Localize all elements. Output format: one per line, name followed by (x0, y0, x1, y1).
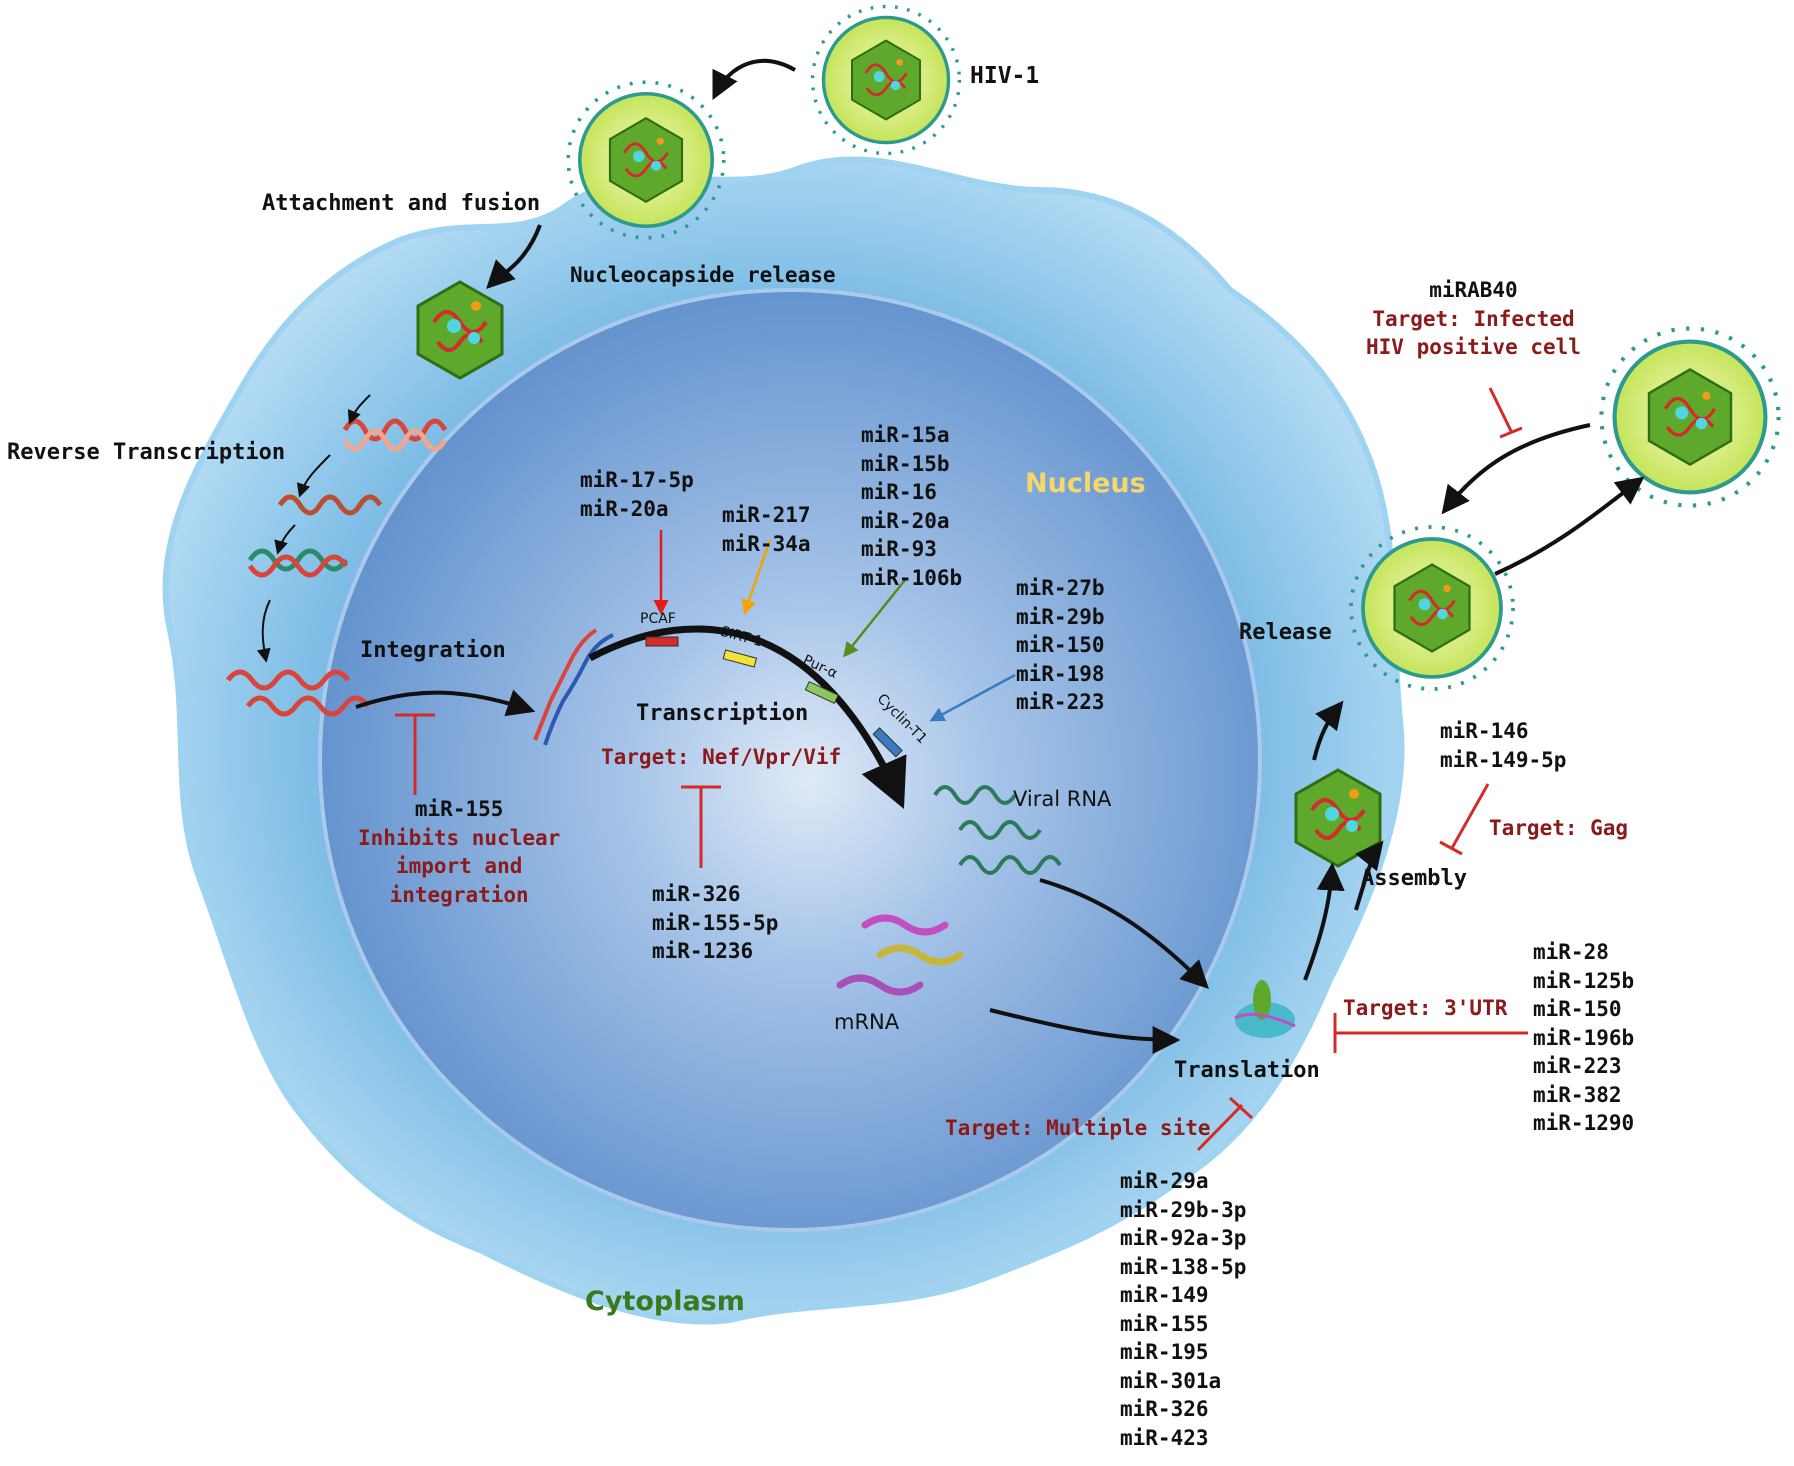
mir-item: miR-326 (1120, 1397, 1209, 1421)
mir-item: miR-382 (1533, 1082, 1622, 1107)
mir-item: miR-301a (1120, 1368, 1222, 1393)
transcription-target: Target: Nef/Vpr/Vif (601, 745, 842, 769)
transcription-label: Transcription (636, 701, 809, 726)
mir-item: miR-155-5p (652, 910, 779, 935)
reverse-transcription-label: Reverse Transcription (7, 440, 286, 465)
assembly-label: Assembly (1361, 866, 1467, 891)
mir-item: miR-93 (861, 537, 937, 561)
nucleocapsid-release-label: Nucleocapside release (570, 263, 836, 287)
mir-item: miR-155 (414, 797, 504, 821)
attachment-label: Attachment and fusion (262, 191, 541, 216)
mir-item: miRAB40 (1429, 278, 1518, 302)
pcaf-mir-list: miR-17-5p miR-20a (580, 466, 694, 523)
effect-line: Inhibits nuclear (358, 825, 561, 850)
translation-multiple-target: Target: Multiple site (945, 1116, 1211, 1140)
target-line: Target: Infected (1372, 306, 1575, 331)
mir-item: miR-34a (722, 531, 811, 556)
sirt-mir-list: miR-217 miR-34a (722, 501, 811, 558)
mir-item: miR-29b (1016, 604, 1105, 629)
mir-item: miR-17-5p (580, 468, 694, 492)
mir-item: miR-28 (1533, 940, 1609, 964)
mir-item: miR-1236 (652, 939, 754, 963)
nucleus-label: Nucleus (1025, 468, 1146, 499)
effect-line: import and (395, 854, 523, 878)
mir-item: miR-125b (1533, 968, 1635, 993)
assembly-mir-list: miR-146 miR-149-5p (1440, 717, 1566, 774)
pura-mir-list: miR-15a miR-15b miR-16 miR-20a miR-93 mi… (861, 421, 962, 592)
gene-pcaf: PCAF (640, 611, 676, 627)
mir-item: miR-20a (580, 496, 669, 521)
mir-item: miR-138-5p (1120, 1254, 1247, 1279)
mir-item: miR-149 (1120, 1283, 1209, 1307)
mir-item: miR-20a (861, 508, 950, 533)
mir-item: miR-15b (861, 451, 950, 476)
nucleus (318, 288, 1262, 1232)
mir-item: miR-29a (1120, 1169, 1209, 1193)
translation-multiple-mir-list: miR-29a miR-29b-3p miR-92a-3p miR-138-5p… (1120, 1167, 1246, 1452)
target-line: HIV positive cell (1366, 335, 1581, 359)
translation-complex (1234, 980, 1296, 1038)
mir-item: miR-223 (1016, 690, 1105, 714)
cyclin-mir-list: miR-27b miR-29b miR-150 miR-198 miR-223 (1016, 574, 1105, 717)
mir-item: miR-106b (861, 565, 963, 590)
integration-label: Integration (360, 638, 506, 663)
translation-label: Translation (1174, 1058, 1320, 1083)
effect-line: integration (389, 882, 529, 907)
integration-inhibitor: miR-155 Inhibits nuclear import and inte… (358, 795, 560, 909)
mir-item: miR-92a-3p (1120, 1226, 1247, 1250)
transcription-mir-list: miR-326 miR-155-5p miR-1236 (652, 880, 778, 966)
hiv-1-label: HIV-1 (970, 63, 1040, 89)
mir-item: miR-217 (722, 503, 811, 527)
mir-item: miR-16 (861, 480, 937, 504)
provirus-dna (533, 628, 614, 746)
release-label: Release (1239, 620, 1332, 645)
mir-item: miR-29b-3p (1120, 1197, 1247, 1222)
transcription-arc (588, 625, 907, 809)
viral-rna-label: Viral RNA (1013, 787, 1112, 811)
release-inhibitor: miRAB40 Target: Infected HIV positive ce… (1366, 276, 1581, 362)
mir-item: miR-149-5p (1440, 747, 1567, 772)
translation-utr-mir-list: miR-28 miR-125b miR-150 miR-196b miR-223… (1533, 938, 1634, 1138)
mir-item: miR-1290 (1533, 1111, 1635, 1135)
mir-item: miR-326 (652, 882, 741, 906)
mir-item: miR-27b (1016, 576, 1105, 600)
mir-item: miR-146 (1440, 719, 1529, 743)
cytoplasm-label: Cytoplasm (585, 1286, 745, 1317)
reverse-transcription-strands (226, 418, 448, 717)
mir-item: miR-150 (1016, 633, 1105, 657)
translation-utr-target: Target: 3'UTR (1343, 996, 1508, 1020)
mir-item: miR-195 (1120, 1340, 1209, 1364)
mir-item: miR-15a (861, 423, 950, 447)
assembly-target: Target: Gag (1489, 816, 1629, 840)
mir-item: miR-423 (1120, 1425, 1209, 1450)
mir-item: miR-150 (1533, 997, 1622, 1021)
mrna-label: mRNA (834, 1010, 900, 1034)
mir-item: miR-198 (1016, 661, 1105, 686)
mir-item: miR-155 (1120, 1311, 1209, 1336)
mir-item: miR-196b (1533, 1025, 1635, 1050)
mir-item: miR-223 (1533, 1054, 1622, 1078)
